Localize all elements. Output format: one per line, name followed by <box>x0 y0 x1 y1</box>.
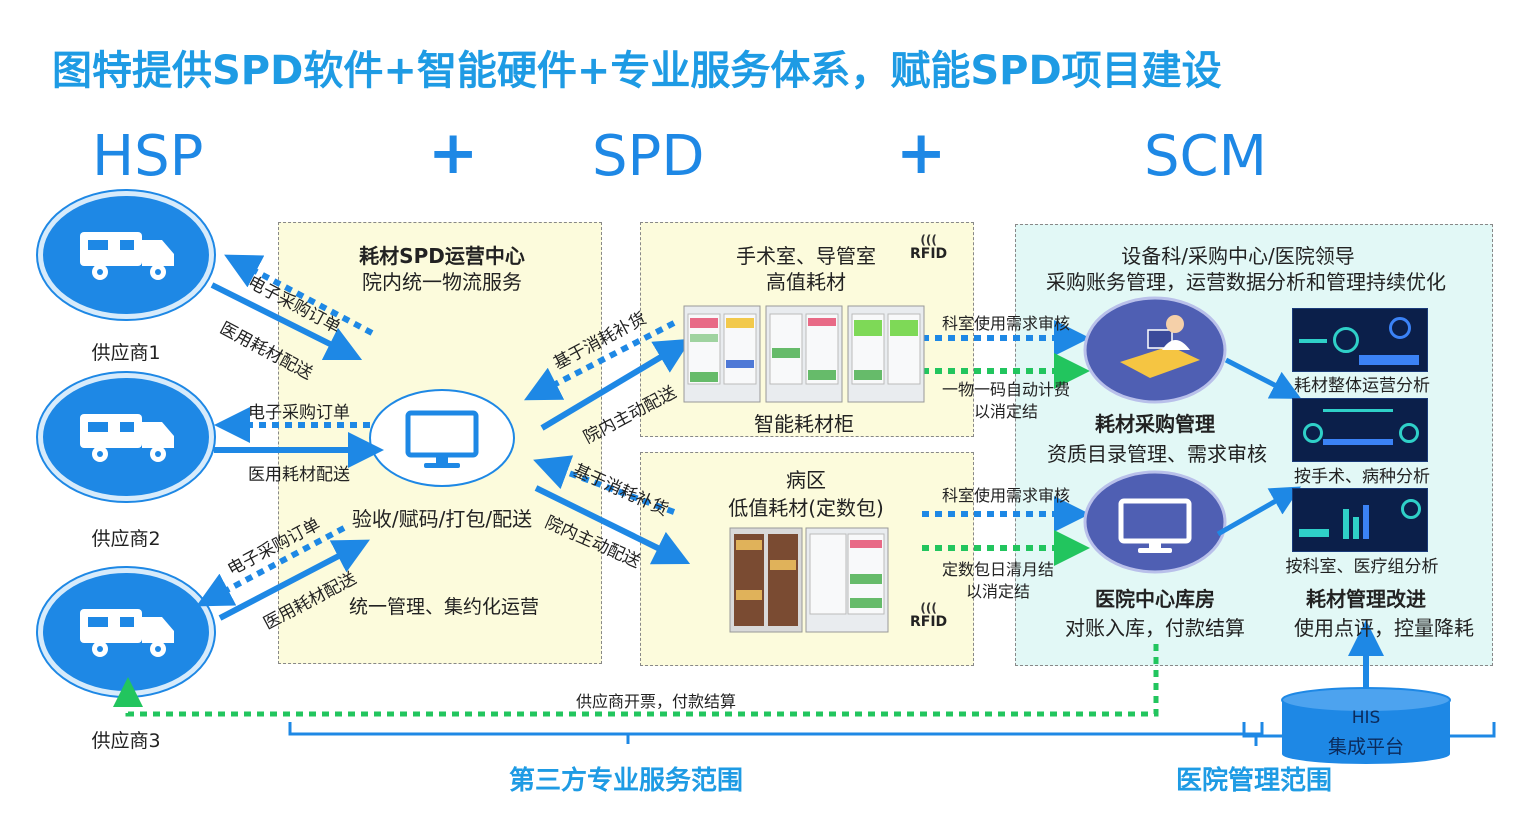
spd-center-monitor-icon <box>369 389 515 487</box>
rfid-icon: (((RFID <box>910 601 948 630</box>
supplier-2-delivery-label: 医用耗材配送 <box>248 465 350 485</box>
header-plus-1: + <box>428 118 479 188</box>
ward-review-label: 科室使用需求审核 <box>941 486 1071 505</box>
center-title: 耗材SPD运营中心 <box>359 244 525 268</box>
supplier-3-label: 供应商3 <box>91 730 161 752</box>
or-title: 手术室、导管室 <box>736 244 876 268</box>
analysis-label-2: 按手术、病种分析 <box>1294 467 1430 487</box>
analysis-label-1: 耗材整体运营分析 <box>1294 376 1430 396</box>
header-spd: SPD <box>592 124 705 189</box>
truck-icon <box>80 609 174 657</box>
or-billing-label-2: 以消定结 <box>973 402 1039 421</box>
dashboard-panel-1 <box>1292 308 1428 372</box>
ward-cabinet-icon <box>729 527 889 633</box>
supplier-1-label: 供应商1 <box>91 342 161 364</box>
improve-title: 耗材管理改进 <box>1306 587 1426 611</box>
purchase-management-icon <box>1083 296 1227 404</box>
ward-billing-label-1: 定数包日清月结 <box>941 560 1055 579</box>
dashboard-panel-3 <box>1292 488 1428 552</box>
central-warehouse-monitor-icon <box>1083 470 1227 574</box>
header-hsp: HSP <box>92 124 204 189</box>
purchase-title: 耗材采购管理 <box>1095 412 1215 436</box>
dashboard-panel-2 <box>1292 398 1428 462</box>
truck-icon <box>80 414 174 462</box>
hospital-scope-label: 医院管理范围 <box>1175 766 1333 796</box>
truck-icon <box>80 232 174 280</box>
his-label-2: 集成平台 <box>1327 736 1405 758</box>
center-management: 统一管理、集约化运营 <box>348 596 540 618</box>
his-label-1: HIS <box>1351 708 1381 728</box>
hospital-title: 设备科/采购中心/医院领导 <box>1121 244 1355 268</box>
ward-subtitle: 低值耗材(定数包) <box>728 496 884 520</box>
supplier-2-label: 供应商2 <box>91 528 161 550</box>
hospital-subtitle: 采购账务管理，运营数据分析和管理持续优化 <box>1046 270 1446 294</box>
invoice-label: 供应商开票，付款结算 <box>575 692 737 711</box>
warehouse-subtitle: 对账入库，付款结算 <box>1065 616 1245 640</box>
or-review-label: 科室使用需求审核 <box>941 314 1071 333</box>
center-subtitle: 院内统一物流服务 <box>362 270 522 294</box>
warehouse-title: 医院中心库房 <box>1095 587 1215 611</box>
header-scm: SCM <box>1144 124 1267 189</box>
improve-subtitle: 使用点评，控量降耗 <box>1294 616 1474 640</box>
or-caption: 智能耗材柜 <box>754 412 854 436</box>
header-plus-2: + <box>896 118 947 188</box>
supplier-2-order-label: 电子采购订单 <box>248 403 350 423</box>
smart-cabinet-icon <box>683 305 925 403</box>
ward-title: 病区 <box>786 468 826 492</box>
or-billing-label-1: 一物一码自动计费 <box>941 380 1071 399</box>
page-title: 图特提供SPD软件+智能硬件+专业服务体系，赋能SPD项目建设 <box>52 48 1222 94</box>
ward-billing-label-2: 以消定结 <box>965 582 1031 601</box>
or-subtitle: 高值耗材 <box>766 270 846 294</box>
purchase-subtitle: 资质目录管理、需求审核 <box>1047 442 1267 466</box>
third-party-scope-label: 第三方专业服务范围 <box>508 766 744 796</box>
analysis-label-3: 按科室、医疗组分析 <box>1285 557 1439 577</box>
his-database-icon <box>1281 687 1451 764</box>
center-process: 验收/赋码/打包/配送 <box>351 507 533 531</box>
rfid-icon: (((RFID <box>910 233 948 262</box>
